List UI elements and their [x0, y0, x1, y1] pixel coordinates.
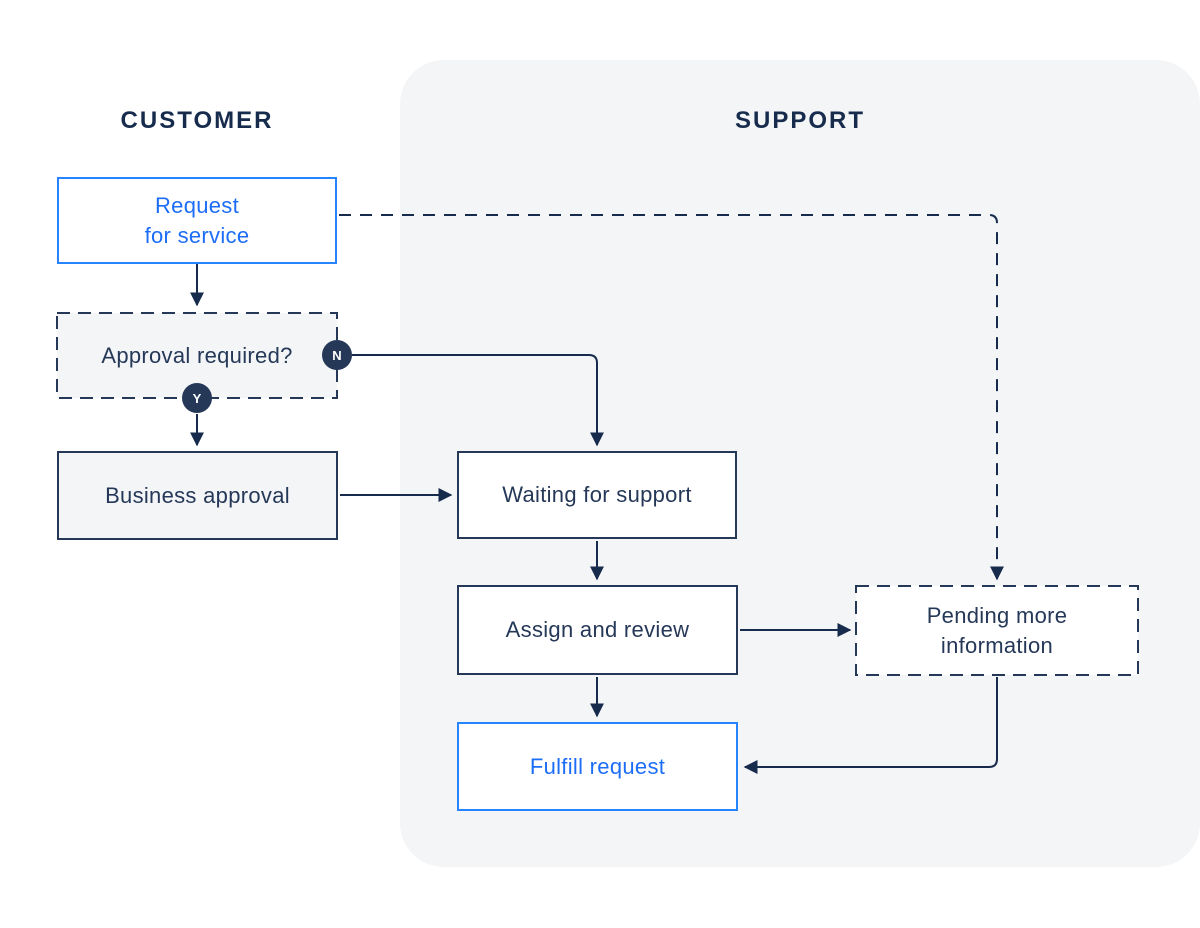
badge-no: N	[322, 340, 352, 370]
lane-heading-support: SUPPORT	[734, 107, 865, 134]
node-request-for-service: Request for service	[57, 177, 337, 264]
node-business-approval: Business approval	[57, 451, 338, 540]
lane-heading-customer: CUSTOMER	[120, 107, 274, 134]
node-pending-more-information: Pending more information	[856, 586, 1138, 675]
node-fulfill-request: Fulfill request	[457, 722, 738, 811]
node-waiting-for-support: Waiting for support	[457, 451, 737, 539]
badge-yes: Y	[182, 383, 212, 413]
node-assign-and-review: Assign and review	[457, 585, 738, 675]
